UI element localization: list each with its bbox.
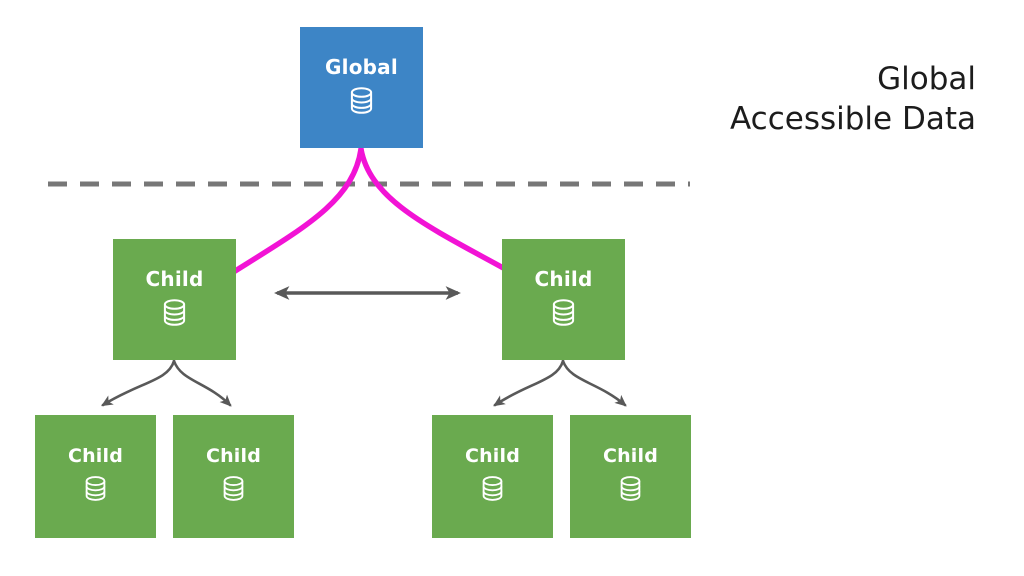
diagram-title-line-2: Accessible Data <box>730 100 976 137</box>
right-child-to-leaf-3-connector <box>493 359 565 407</box>
node-child-leaf-3-label: Child <box>464 445 521 467</box>
node-global[interactable]: Global <box>300 27 423 148</box>
node-child-leaf-2[interactable]: Child <box>173 415 294 538</box>
database-icon <box>221 475 246 506</box>
database-icon <box>83 475 108 506</box>
node-child-leaf-1[interactable]: Child <box>35 415 156 538</box>
database-icon <box>618 475 643 506</box>
node-child-leaf-2-label: Child <box>205 445 262 467</box>
node-child-mid-right-label: Child <box>534 266 593 291</box>
node-child-leaf-1-label: Child <box>67 445 124 467</box>
left-child-to-leaf-1-connector <box>101 359 176 407</box>
database-icon <box>161 298 188 331</box>
database-icon <box>480 475 505 506</box>
diagram-title-line-1: Global <box>877 61 976 97</box>
node-child-mid-left[interactable]: Child <box>113 239 236 360</box>
node-global-label: Global <box>325 54 398 79</box>
diagram-title: Global Accessible Data <box>730 60 976 139</box>
node-child-leaf-3[interactable]: Child <box>432 415 553 538</box>
left-child-to-leaf-2-connector <box>172 359 232 407</box>
right-child-to-leaf-4-connector <box>561 359 627 407</box>
database-icon <box>348 86 375 119</box>
node-child-leaf-4[interactable]: Child <box>570 415 691 538</box>
node-child-mid-right[interactable]: Child <box>502 239 625 360</box>
database-icon <box>550 298 577 331</box>
node-child-mid-left-label: Child <box>145 266 204 291</box>
node-child-leaf-4-label: Child <box>602 445 659 467</box>
